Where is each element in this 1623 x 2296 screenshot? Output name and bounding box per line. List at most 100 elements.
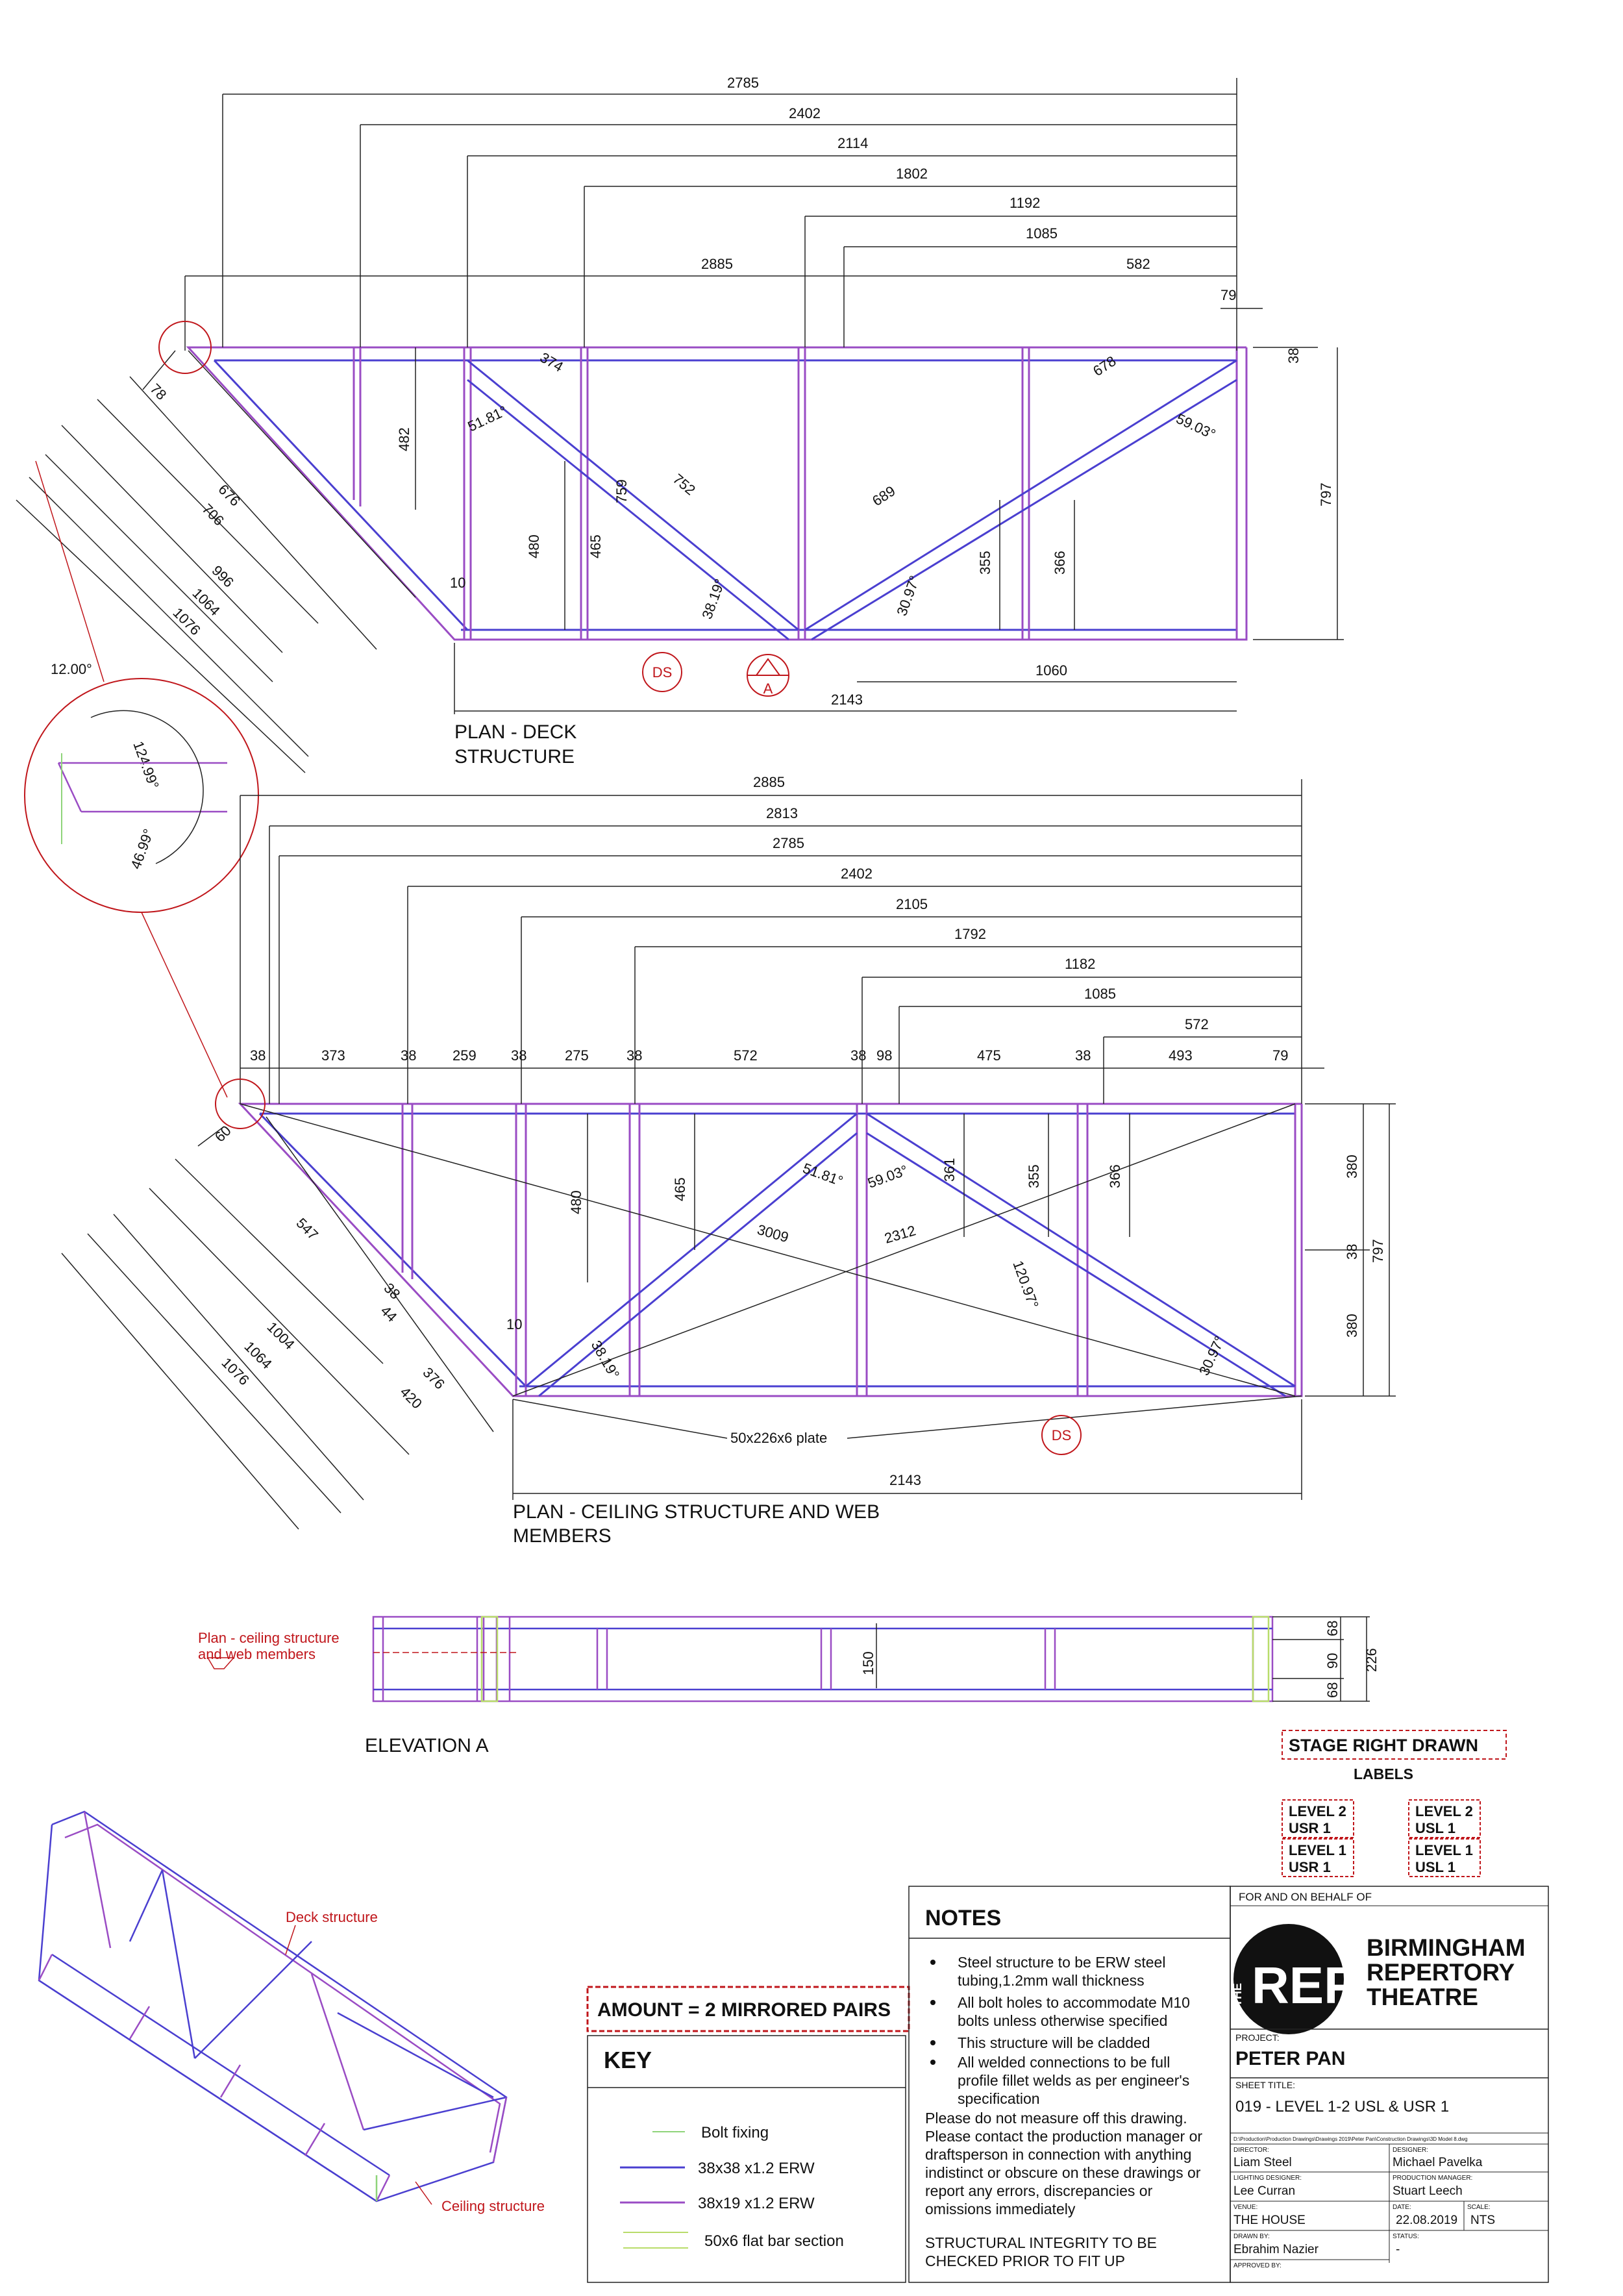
cdim-1085: 1085: [1084, 986, 1116, 1002]
note-bullet-1: Steel structure to be ERW steel: [958, 1954, 1165, 1971]
svg-text:LEVEL 2: LEVEL 2: [1289, 1803, 1346, 1819]
cangle-38-19: 38.19°: [588, 1338, 623, 1382]
tb-scale: NTS: [1470, 2214, 1495, 2227]
seg-38-b: 38: [401, 1047, 416, 1064]
seg-572: 572: [734, 1047, 758, 1064]
dim-2785: 2785: [727, 75, 759, 91]
detail-small-circle-ceiling: [215, 1079, 266, 1129]
note-bullet-2: All bolt holes to accommodate M10: [958, 1994, 1190, 2011]
tb-drawn-label: DRAWN BY:: [1233, 2233, 1270, 2240]
notes-title: NOTES: [925, 1906, 1001, 1930]
ceiling-dimension-text: 2885 2813 2785 2402 2105 1792 1182 1085 …: [212, 774, 1386, 1488]
note-bullet-4-line2: profile fillet welds as per engineer's: [958, 2072, 1189, 2089]
deck-dimension-text: 2785 2402 2114 1802 1192 1085 2885 582 7…: [51, 75, 1334, 871]
dim-480: 480: [526, 534, 542, 558]
deck-diag-edge-inner: [213, 359, 469, 631]
dim-1076: 1076: [169, 605, 203, 638]
key-item-38x38: 38x38 x1.2 ERW: [698, 2160, 815, 2177]
edim-68-top: 68: [1324, 1621, 1341, 1636]
seg-38-e: 38: [850, 1047, 866, 1064]
cangle-51-81: 51.81°: [800, 1160, 845, 1189]
svg-text:LEVEL 1: LEVEL 1: [1289, 1842, 1346, 1858]
cdim-420: 420: [397, 1384, 425, 1412]
seg-38-d: 38: [626, 1047, 642, 1064]
dim-1064: 1064: [189, 585, 223, 619]
cdim-380-bottom: 380: [1344, 1314, 1360, 1338]
dim-2114: 2114: [837, 135, 868, 151]
label-tag-level1-usr1: LEVEL 1 USR 1: [1282, 1838, 1354, 1877]
deck-web-diagonals: [467, 359, 1237, 641]
dim-355: 355: [977, 551, 993, 575]
stage-right-box: [1282, 1730, 1507, 1760]
seg-38-c: 38: [511, 1047, 527, 1064]
angle-38-19: 38.19°: [699, 577, 728, 621]
key-item-38x19: 38x19 x1.2 ERW: [698, 2195, 815, 2212]
note-para-6: omissions immediately: [925, 2201, 1076, 2217]
note-bullet-2-line2: bolts unless otherwise specified: [958, 2012, 1167, 2029]
detail-small-circle: [158, 321, 212, 374]
tb-sheet: 019 - LEVEL 1-2 USL & USR 1: [1235, 2098, 1449, 2115]
labels-heading: LABELS: [1354, 1766, 1413, 1782]
ceiling-cross-lines: [240, 1103, 1296, 1397]
dim-1060: 1060: [1035, 662, 1067, 679]
cdim-2885: 2885: [753, 774, 785, 790]
ds-text-deck: DS: [652, 664, 673, 680]
note-bullet-4-line3: specification: [958, 2090, 1040, 2107]
dim-374: 374: [538, 349, 566, 375]
note-bullet-1-line2: tubing,1.2mm wall thickness: [958, 1972, 1145, 1989]
dim-2885: 2885: [701, 256, 733, 272]
dim-797: 797: [1318, 482, 1334, 506]
label-tag-level2-usl1: LEVEL 2 USL 1: [1408, 1799, 1481, 1838]
key-title: KEY: [604, 2047, 652, 2073]
dim-752: 752: [670, 471, 699, 499]
seg-98: 98: [876, 1047, 892, 1064]
note-para-5: report any errors, discrepancies or: [925, 2182, 1153, 2199]
cdim-38-small: 38: [380, 1280, 403, 1303]
plan-ceiling-view: [238, 1103, 1303, 1397]
tb-designer: Michael Pavelka: [1393, 2156, 1483, 2169]
tb-director-label: DIRECTOR:: [1233, 2147, 1269, 2154]
section-a-text: A: [763, 680, 773, 697]
note-integrity-1: STRUCTURAL INTEGRITY TO BE: [925, 2234, 1157, 2251]
title-block: FOR AND ON BEHALF OF THE REP BIRMINGHAM …: [1230, 1886, 1549, 2283]
ds-marker-ceiling: [1041, 1415, 1082, 1455]
tb-designer-label: DESIGNER:: [1393, 2147, 1428, 2154]
cdim-1792: 1792: [954, 926, 986, 942]
note-para-3: draftsperson in connection with anything: [925, 2146, 1191, 2163]
elevation-note-line2: and web members: [198, 1646, 316, 1662]
dim-79: 79: [1220, 287, 1236, 303]
dim-2402: 2402: [789, 105, 821, 121]
seg-475: 475: [977, 1047, 1001, 1064]
logo-the: THE: [1231, 1983, 1244, 2006]
dim-678: 678: [1090, 353, 1119, 379]
edim-150: 150: [860, 1651, 876, 1675]
cdim-355: 355: [1026, 1164, 1042, 1188]
cangle-30-97: 30.97°: [1196, 1334, 1228, 1378]
svg-text:LEVEL 1: LEVEL 1: [1415, 1842, 1473, 1858]
seg-38-a: 38: [250, 1047, 266, 1064]
cdim-2105: 2105: [896, 896, 928, 912]
org-line-2: REPERTORY: [1367, 1959, 1515, 1986]
svg-text:LEVEL 2: LEVEL 2: [1415, 1803, 1473, 1819]
tb-date-label: DATE:: [1393, 2204, 1411, 2211]
ceiling-dimension-lines: [61, 779, 1396, 1530]
stage-right-text: STAGE RIGHT DRAWN: [1289, 1736, 1478, 1755]
tb-venue-label: VENUE:: [1233, 2204, 1258, 2211]
svg-text:USR 1: USR 1: [1289, 1820, 1331, 1836]
tb-pm-label: PRODUCTION MANAGER:: [1393, 2175, 1472, 2182]
tb-project: PETER PAN: [1235, 2048, 1345, 2069]
svg-text:USR 1: USR 1: [1289, 1859, 1331, 1875]
cangle-120-97: 120.97°: [1010, 1258, 1042, 1310]
dim-38: 38: [1285, 348, 1302, 364]
dim-689: 689: [869, 482, 898, 509]
seg-373: 373: [321, 1047, 345, 1064]
dim-10: 10: [450, 575, 465, 591]
tb-director: Liam Steel: [1233, 2156, 1292, 2169]
key-item-bolt: Bolt fixing: [701, 2124, 769, 2141]
angle-46-99: 46.99°: [127, 827, 156, 871]
dim-2143: 2143: [831, 692, 863, 708]
note-integrity-2: CHECKED PRIOR TO FIT UP: [925, 2252, 1125, 2269]
detail-large-circle: [24, 678, 259, 913]
ds-marker-deck: [642, 652, 682, 692]
plate-label: 50x226x6 plate: [730, 1430, 827, 1446]
